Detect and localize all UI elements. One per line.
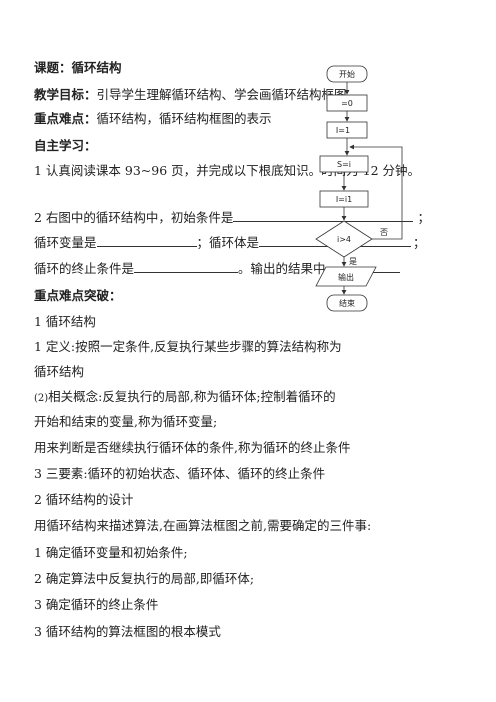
text-line: 3 三要素:循环的初始状态、循环体、循环的终止条件 — [34, 466, 326, 481]
init-s-label: =0 — [341, 99, 353, 108]
text-line: 2 确定算法中反复执行的局部,即循环体; — [34, 571, 255, 586]
semicolon: ； — [417, 210, 430, 225]
text-line: 循环结构 — [34, 364, 85, 379]
paren-marker: (2) — [34, 393, 49, 404]
lesson-title-line: 课题：循环结构 — [34, 60, 122, 76]
teaching-goal-label: 教学目标： — [34, 87, 97, 102]
text-line: 用来判断是否继续执行循环体的条件,称为循环的终止条件 — [34, 440, 351, 455]
end-node — [326, 294, 368, 312]
text-line: 1 循环结构 — [34, 314, 96, 329]
body-s-label: S=i — [337, 160, 351, 169]
teaching-goal-line: 教学目标：引导学生理解循环结构、学会画循环结构框图 — [34, 87, 347, 103]
teaching-goal-text: 引导学生理解循环结构、学会画循环结构框图 — [96, 87, 347, 102]
text-line: 3 确定循环的终止条件 — [34, 597, 159, 612]
breakthrough-heading: 重点难点突破： — [34, 288, 122, 303]
loop-cond-label: 循环的终止条件是 — [34, 261, 135, 276]
initial-condition-blank — [233, 209, 414, 222]
self-study-heading: 自主学习： — [34, 138, 97, 153]
output-label: 输出 — [338, 272, 354, 282]
loop-back-arrow — [349, 144, 403, 240]
lesson-title-label: 课题： — [34, 60, 72, 75]
lesson-title: 循环结构 — [71, 60, 122, 75]
text-line: 2 循环结构的设计 — [34, 492, 134, 507]
loop-var-line: 循环变量是 ；循环体是 ； — [34, 234, 426, 251]
loop-var-blank — [96, 234, 197, 247]
start-label: 开始 — [339, 69, 355, 79]
output-result-label: 。输出的结果中 — [238, 261, 326, 276]
condition-label: i>4 — [337, 235, 351, 244]
output-box — [315, 266, 377, 287]
key-points-label: 重点难点： — [34, 111, 97, 126]
text-line: (2)相关概念:反复执行的局部,称为循环体;控制着循环的 — [34, 389, 336, 407]
initial-condition-label: 2 右图中的循环结构中，初始条件是 — [34, 210, 234, 225]
loop-body-label: ；循环体是 — [196, 235, 260, 250]
key-points-line: 重点难点：循环结构，循环结构框图的表示 — [34, 111, 272, 127]
text-line: 1 定义:按照一定条件,反复执行某些步骤的算法结构称为 — [34, 339, 342, 354]
body-i-label: I=i1 — [336, 195, 352, 204]
key-points-text: 循环结构，循环结构框图的表示 — [96, 111, 272, 126]
loop-cond-line: 循环的终止条件是 。输出的结果中 — [34, 260, 400, 277]
text-line: 3 循环结构的算法框图的根本模式 — [34, 624, 221, 639]
self-study-item-2: 2 右图中的循环结构中，初始条件是 ； — [34, 209, 430, 226]
text-line: 用循环结构来描述算法,在画算法框图之前,需要确定的三件事: — [34, 518, 372, 533]
loop-cond-blank — [134, 260, 239, 273]
text-line: 开始和结束的变量,称为循环变量; — [34, 414, 218, 429]
init-i-label: I=1 — [336, 126, 350, 135]
text-line: 1 确定循环变量和初始条件; — [34, 545, 188, 560]
related-concepts: 相关概念:反复执行的局部,称为循环体;控制着循环的 — [48, 389, 336, 404]
yes-label: 是 — [349, 257, 357, 266]
semicolon: ； — [413, 235, 426, 250]
no-label: 否 — [380, 228, 388, 237]
end-label: 结束 — [339, 298, 355, 308]
loop-var-label: 循环变量是 — [34, 235, 97, 250]
